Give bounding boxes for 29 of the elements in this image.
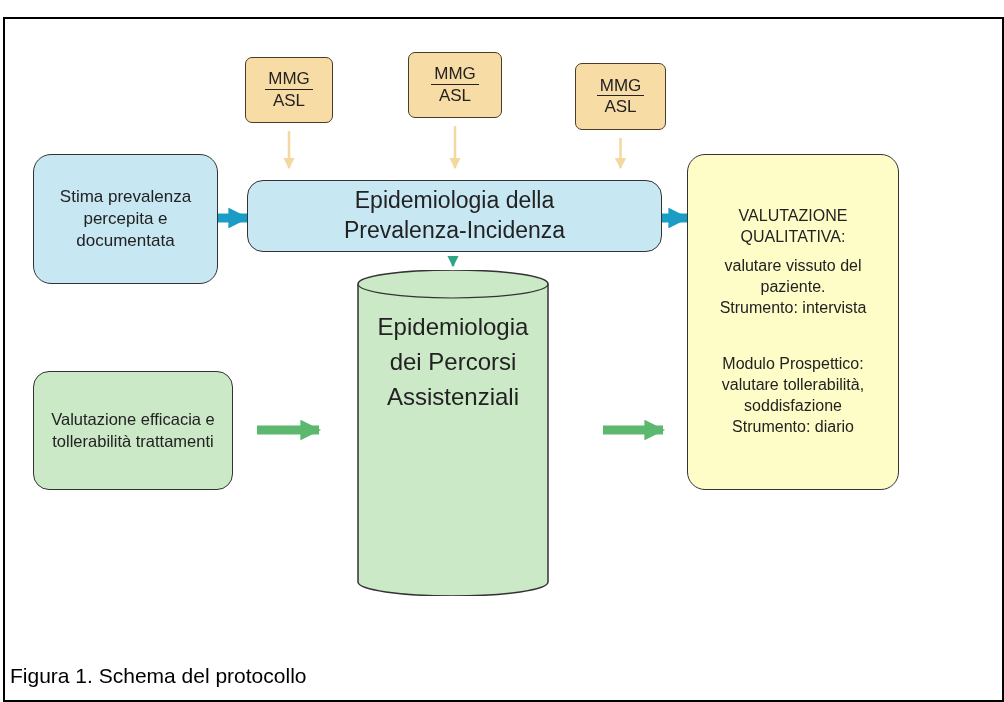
- arrow: [614, 138, 627, 170]
- role-label: MMG: [596, 75, 645, 97]
- box-text: Modulo Prospettico: valutare tollerabilità, soddisfazione: [720, 354, 866, 416]
- heading: VALUTAZIONE QUALITATIVA:: [737, 206, 849, 248]
- caption: Figura 1. Schema del protocollo: [10, 664, 307, 688]
- role-label: ASL: [603, 96, 638, 118]
- box-text: Epidemiologia dei Percorsi Assistenziali: [377, 312, 529, 412]
- source-box: [575, 63, 666, 130]
- role-label: ASL: [271, 89, 307, 111]
- box-text: Valutazione efficacia e tollerabilità trattamenti: [50, 409, 216, 452]
- note-box: [687, 154, 899, 490]
- box-text: valutare vissuto del paziente.: [723, 256, 863, 297]
- role-label: MMG: [265, 69, 313, 90]
- source-box: [245, 57, 333, 123]
- role-label: MMG: [431, 64, 479, 85]
- process-box: [33, 154, 218, 284]
- arrow: [283, 131, 295, 170]
- role-label: ASL: [437, 84, 473, 106]
- box-text: Strumento: diario: [732, 416, 854, 437]
- arrow: [447, 255, 459, 268]
- arrow: [449, 126, 461, 170]
- box-text: Strumento: intervista: [719, 297, 867, 318]
- box-text: Stima prevalenza percepita e documentata: [58, 185, 193, 253]
- process-box: [33, 371, 233, 490]
- box-text: Epidemiologia della Prevalenza-Incidenza: [342, 186, 567, 245]
- source-box: [408, 52, 502, 118]
- arrow: [603, 419, 666, 441]
- arrow: [257, 419, 322, 441]
- process-box: [247, 180, 662, 252]
